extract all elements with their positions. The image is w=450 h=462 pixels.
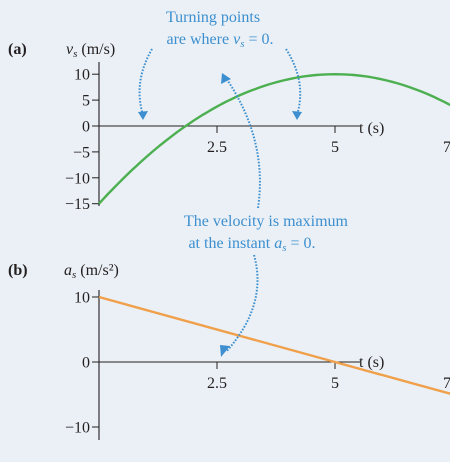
panel-b-ylabel-sub: s (72, 269, 76, 281)
panel-b-ylabel-var: a (64, 262, 72, 279)
annotation-turning-points: Turning points are where vs = 0. (138, 9, 302, 120)
panel-a-curve-group (98, 72, 450, 205)
panel-b-series-line (98, 295, 450, 395)
panel-a-ylabel: vs (m/s) (66, 41, 115, 60)
annotation-velocity-line2: at the instant as = 0. (188, 235, 315, 254)
annotation-turning-post: = 0. (244, 31, 273, 48)
annotation-turning-sub: s (240, 38, 244, 50)
turning-arrowhead-left (138, 111, 148, 120)
turning-arrowhead-right (292, 111, 302, 120)
panel-b-label: (b) (8, 262, 28, 279)
annotation-velocity-post: = 0. (287, 235, 316, 252)
panel-a-ylabel-sub: s (73, 48, 77, 60)
annotation-velocity-pre: at the instant (188, 235, 274, 252)
velocity-arrow-down (225, 254, 259, 353)
panel-b-x-tick-label: 7.5 (443, 375, 450, 392)
panel-a-y-tick-label: 5 (82, 93, 90, 110)
panel-a-y-tick-label: −15 (65, 196, 90, 213)
panel-a-ylabel-unit: (m/s) (77, 41, 115, 58)
panel-a-series-line (98, 72, 450, 205)
panel-a-y-tick-label: −5 (73, 144, 90, 161)
panel-b-axes: 100−102.557.510 (65, 290, 450, 440)
turning-arrow-left (138, 48, 153, 116)
panel-b-y-tick-label: −10 (65, 420, 90, 437)
panel-b: (b) as (m/s²) t (s) 100−102.557.510 (8, 262, 450, 440)
annotation-turning-line2: are where vs = 0. (166, 31, 273, 50)
panel-b-xlabel: t (s) (359, 354, 384, 371)
panel-b-ylabel-unit: (m/s²) (76, 262, 119, 279)
panel-a-x-tick-label: 5 (331, 139, 339, 156)
panel-b-x-tick-label: 5 (331, 375, 339, 392)
panel-b-x-tick-label: 2.5 (207, 375, 227, 392)
annotation-turning-line1: Turning points (166, 9, 260, 26)
velocity-arrowhead-up (221, 73, 231, 84)
panel-a-xlabel: t (s) (359, 120, 384, 137)
panel-a-ylabel-var: v (66, 41, 74, 58)
panel-b-curve-group (98, 295, 450, 395)
panel-a-y-tick-label: 0 (82, 119, 90, 136)
panel-a-x-tick-label: 2.5 (207, 139, 227, 156)
velocity-arrowhead-down (220, 345, 230, 357)
annotation-velocity-sub: s (282, 242, 286, 254)
turning-arrow-right (285, 48, 302, 116)
annotation-turning-pre: are where (166, 31, 233, 48)
panel-b-y-tick-label: 0 (82, 355, 90, 372)
panel-a-label: (a) (8, 41, 27, 58)
panel-b-ylabel: as (m/s²) (64, 262, 119, 281)
annotation-turning-var: v (233, 31, 241, 48)
panel-b-y-tick-label: 10 (74, 290, 90, 307)
panel-a-y-tick-label: −10 (65, 170, 90, 187)
annotation-velocity-line1: The velocity is maximum (184, 213, 349, 230)
panel-a-y-tick-label: 10 (74, 67, 90, 84)
annotation-velocity-var: a (274, 235, 282, 252)
panel-a-x-tick-label: 7.5 (443, 139, 450, 156)
annotation-velocity-max: The velocity is maximum at the instant a… (184, 73, 349, 357)
